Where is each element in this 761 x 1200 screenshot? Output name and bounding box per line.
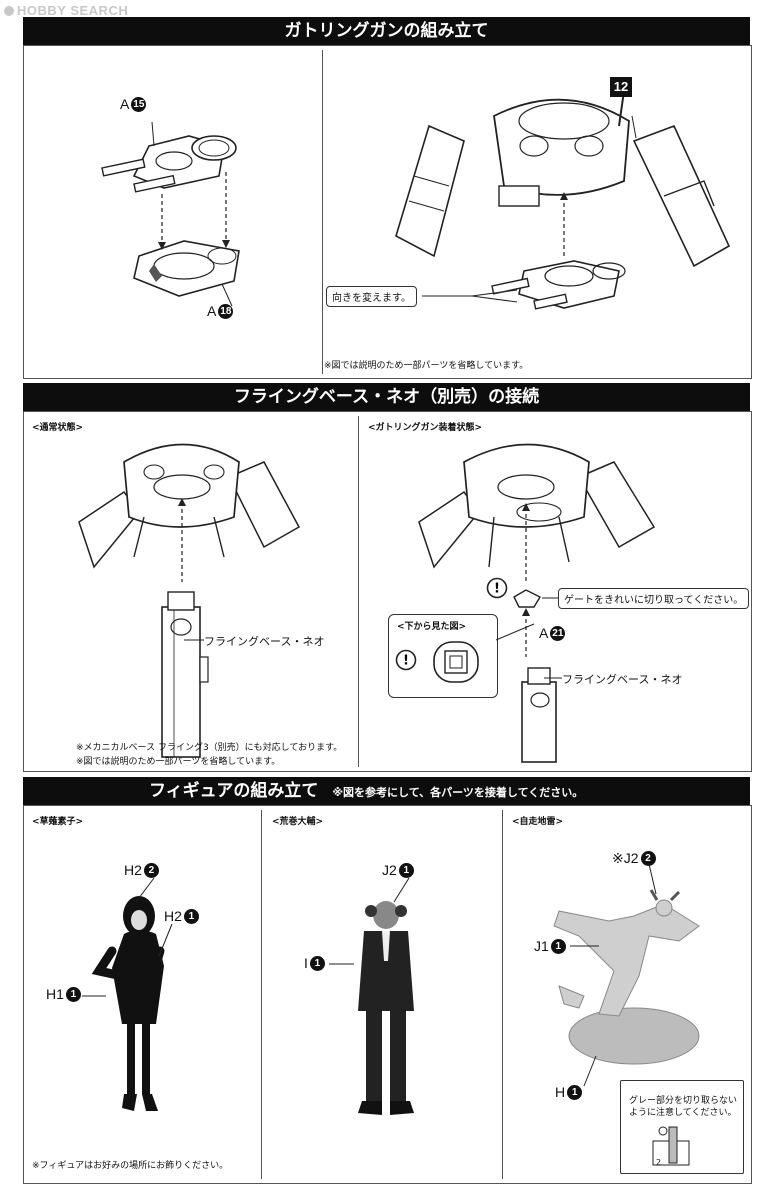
motoko-figure	[91, 896, 165, 1111]
bottom-view-tag: <下から見た図>	[397, 622, 467, 632]
gatling-state-tag: <ガトリングガン装着状態>	[368, 423, 483, 433]
bottom-view-inset: <下から見た図> !	[388, 614, 498, 698]
gatling-parts-drawing	[101, 121, 240, 307]
normal-state-tag: <通常状態>	[32, 423, 84, 433]
section-title-gatling: ガトリングガンの組み立て	[23, 17, 750, 45]
tachikoma-gatling-drawing	[418, 443, 656, 763]
leader-line-right	[544, 677, 562, 679]
warning-icon: !	[486, 577, 508, 599]
motoko-leaders	[82, 877, 173, 997]
section-flying-base-connection: <通常状態> <ガトリングガン装着状態> フライングベース・ネオ ※メカニカルベ…	[23, 411, 752, 772]
section1-note: ※図では説明のため一部パーツを省略しています。	[324, 361, 529, 371]
logo-mark-icon	[4, 6, 14, 16]
panel-divider	[261, 810, 262, 1179]
gray-box-number: 2	[656, 1158, 662, 1167]
motoko-tag: <草薙素子>	[32, 817, 84, 827]
display-note: ※フィギュアはお好みの場所にお飾りください。	[32, 1161, 229, 1171]
mechanical-base-note: ※メカニカルベース フライング3（別売）にも対応しております。	[76, 743, 343, 753]
panel-divider	[322, 50, 323, 374]
flying-base-label-left: フライングベース・ネオ	[204, 635, 325, 648]
connector-bottom-icon	[433, 641, 479, 683]
watermark-logo: HOBBY SEARCH	[4, 3, 128, 18]
mine-figure	[553, 889, 700, 1065]
gray-note-line2: ように注意してください。	[629, 1108, 737, 1118]
leader-line-left	[184, 639, 204, 641]
aramaki-figure	[358, 901, 414, 1115]
aramaki-leaders	[329, 877, 410, 965]
flying-base-label-right: フライングベース・ネオ	[562, 673, 683, 686]
gray-part-note-box: グレー部分を切り取らない ように注意してください。 2	[620, 1080, 744, 1174]
inset-leader	[495, 623, 535, 641]
rotate-callout: 向きを変えます。	[326, 286, 417, 307]
section-title-figures: フィギュアの組み立て※図を参考にして、各パーツを接着してください。	[23, 777, 750, 805]
warning-icon: !	[395, 649, 417, 671]
mine-tag: <自走地雷>	[512, 817, 564, 827]
gray-part-diagram	[652, 1126, 690, 1166]
panel-divider	[358, 416, 359, 767]
section2-left-note: ※図では説明のため一部パーツを省略しています。	[76, 757, 281, 767]
tachikoma-normal-drawing	[78, 443, 301, 758]
mine-leaders	[570, 863, 657, 1087]
gate-leader	[542, 597, 558, 599]
aramaki-tag: <荒巻大輔>	[272, 817, 324, 827]
panel-divider	[502, 810, 503, 1179]
gate-cut-callout: ゲートをきれいに切り取ってください。	[558, 588, 750, 609]
step-number-badge: 12	[610, 77, 632, 97]
gray-note-line1: グレー部分を切り取らない	[629, 1096, 738, 1106]
section-title-flying-base: フライングベース・ネオ（別売）の接続	[23, 383, 750, 411]
callout-leader	[422, 289, 518, 303]
tachikoma-body-drawing	[395, 90, 731, 310]
svg-text:!: !	[494, 582, 500, 597]
svg-text:!: !	[403, 654, 409, 669]
